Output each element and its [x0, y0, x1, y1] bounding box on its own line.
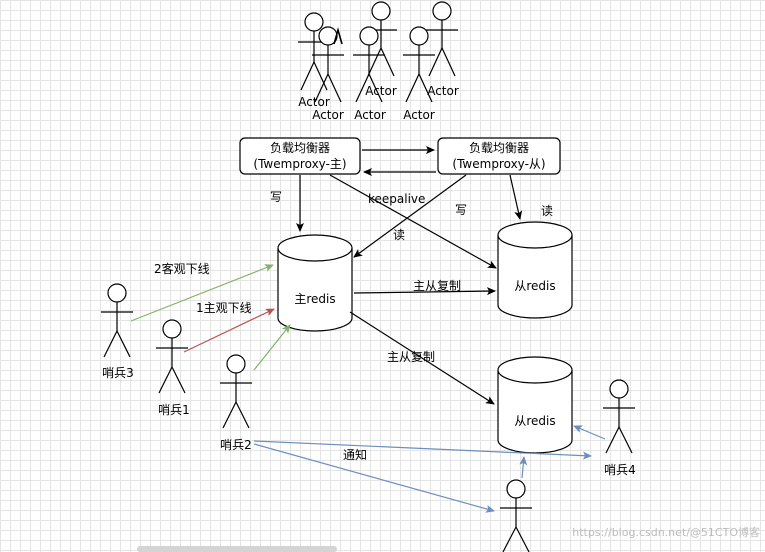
sentinel-1-label: 哨兵1 [158, 402, 190, 417]
lb-master-line1: 负载均衡器 [270, 141, 330, 155]
edge-sentinel-4-to-redis-slave-2 [573, 425, 606, 440]
redis-master-label: 主redis [294, 292, 335, 306]
redis-slave-1[interactable]: 从redis [497, 221, 573, 319]
sentinel-1[interactable]: 哨兵1 [156, 319, 190, 417]
sentinel-3[interactable]: 哨兵3 [101, 283, 134, 380]
edge-replication-slave-2 [349, 311, 495, 405]
sentinel-2[interactable]: 哨兵2 [220, 354, 252, 452]
label-keepalive: keepalive [368, 192, 425, 206]
sentinel-4-label: 哨兵4 [604, 462, 636, 477]
actor-3-label: Actor [427, 84, 459, 98]
sentinel-3-label: 哨兵3 [102, 365, 134, 380]
edge-lb-slave-read-redis-master [353, 174, 467, 258]
label-replication-2: 主从复制 [387, 350, 435, 364]
label-subjective-down: 1主观下线 [196, 301, 252, 315]
redis-slave-1-label: 从redis [514, 279, 555, 293]
label-replication-1: 主从复制 [413, 279, 461, 293]
lb-master-line2: (Twemproxy-主) [253, 157, 346, 171]
label-objective-down: 2客观下线 [154, 261, 210, 276]
label-read-2: 读 [541, 204, 553, 218]
label-write-2: 写 [455, 203, 467, 217]
sentinel-4[interactable]: 哨兵4 [603, 379, 636, 477]
actor-1[interactable]: Actor [298, 12, 330, 109]
lb-slave[interactable]: 负载均衡器 (Twemproxy-从) [437, 137, 561, 175]
label-write-1: 写 [270, 190, 282, 204]
actor-4-label: Actor [312, 108, 344, 122]
edge-sentinel-5-to-redis-slave-2 [519, 456, 528, 479]
actor-5-label: Actor [354, 108, 386, 122]
edge-sentinel-1-subjective-down [183, 308, 275, 353]
edge-lb-slave-read-redis-slave-1 [509, 174, 523, 220]
actor-2[interactable]: Actor [365, 1, 397, 98]
sentinel-2-label: 哨兵2 [220, 437, 252, 452]
redis-slave-2-label: 从redis [514, 414, 555, 428]
horizontal-scrollbar[interactable] [137, 546, 337, 552]
lb-master[interactable]: 负载均衡器 (Twemproxy-主) [239, 137, 361, 175]
actor-1-label: Actor [298, 95, 330, 109]
label-notify: 通知 [343, 448, 367, 462]
watermark: https://blog.csdn.net/@51CTO博客 [572, 525, 760, 539]
actor-6-label: Actor [403, 108, 435, 122]
lb-slave-line1: 负载均衡器 [469, 141, 529, 155]
edge-sentinel-2-to-redis-master [253, 324, 291, 371]
edge-sentinel-3-objective-down [130, 264, 274, 322]
redis-master[interactable]: 主redis [277, 234, 353, 332]
actor-4[interactable]: Actor [312, 26, 344, 122]
edge-lb-master-write-redis-slave-1 [329, 174, 497, 269]
edge-sentinel-2-notify-sentinel-4 [253, 440, 592, 460]
label-read-1: 读 [393, 228, 405, 242]
actor-2-label: Actor [365, 84, 397, 98]
actor-5[interactable]: Actor [353, 26, 386, 122]
edge-replication-slave-1 [353, 287, 496, 296]
actor-overlap-arrow [333, 27, 343, 45]
actor-3[interactable]: Actor [426, 1, 459, 98]
actor-6[interactable]: Actor [403, 26, 435, 122]
redis-slave-2[interactable]: 从redis [497, 356, 573, 454]
edge-sentinel-2-notify-sentinel-5 [253, 443, 495, 513]
sentinel-5[interactable] [500, 479, 532, 552]
lb-slave-line2: (Twemproxy-从) [452, 157, 545, 171]
